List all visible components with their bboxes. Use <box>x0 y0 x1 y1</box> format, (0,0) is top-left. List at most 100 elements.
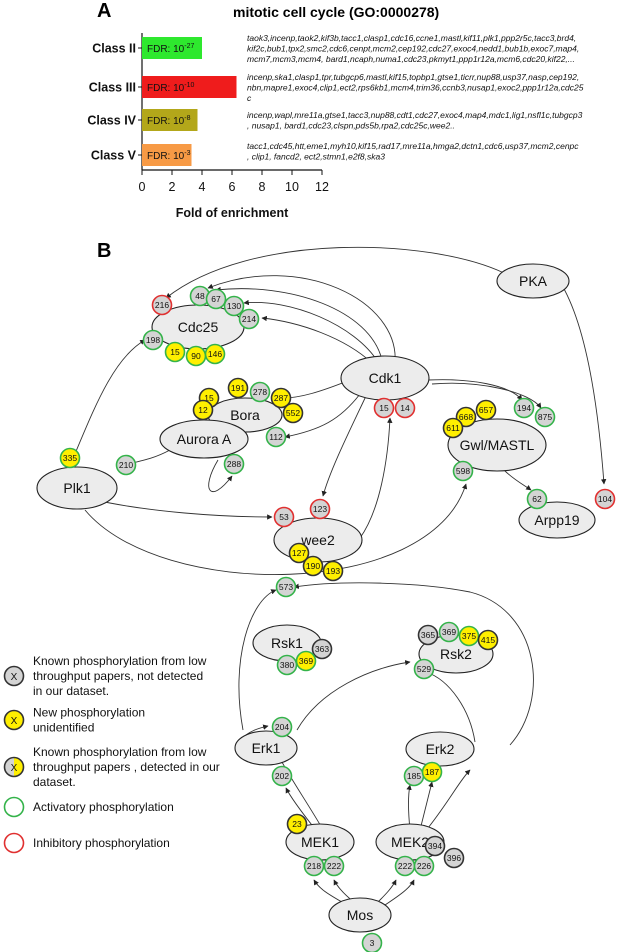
site-202: 202 <box>271 765 293 787</box>
site-label: 191 <box>231 383 245 393</box>
site-label: 611 <box>446 423 460 433</box>
site-circle <box>311 638 333 660</box>
edge-mek2-to-187 <box>419 781 434 831</box>
site-label: 216 <box>155 300 169 310</box>
site-210: 210 <box>115 454 137 476</box>
site-104: 104 <box>594 488 616 510</box>
site-112: 112 <box>265 426 287 448</box>
gene-list-line: tacc1,cdc45,htt,eme1,myh10,kif15,rad17,m… <box>247 141 579 151</box>
site-label: 369 <box>442 627 456 637</box>
site-circle <box>421 761 443 783</box>
site-circle <box>295 650 317 672</box>
site-circle <box>238 308 260 330</box>
site-circle <box>265 426 287 448</box>
site-335: 335 <box>59 447 81 469</box>
site-288: 288 <box>223 453 245 475</box>
legend-text: throughput papers, not detected <box>33 669 203 683</box>
node-label: Plk1 <box>63 480 90 496</box>
site-369: 369 <box>438 621 460 643</box>
node-cdk1: Cdk1 <box>340 355 430 401</box>
site-label: 552 <box>286 408 300 418</box>
site-529: 529 <box>413 658 435 680</box>
site-circle <box>452 460 474 482</box>
site-label: 15 <box>170 347 180 357</box>
site-label: 15 <box>204 393 214 403</box>
site-216: 216 <box>151 294 173 316</box>
site-circle <box>534 406 556 428</box>
edge-erk2-to-573 <box>293 582 534 746</box>
site-circle <box>526 488 548 510</box>
site-label: 335 <box>63 453 77 463</box>
site-62: 62 <box>526 488 548 510</box>
gene-list-line: , clip1, fancd2, ect2,stmn1,e2f8,ska3 <box>247 152 385 162</box>
legend-text: in our dataset. <box>33 684 109 698</box>
edge-cdk1-to-130 <box>243 299 379 363</box>
legend-marker <box>3 832 25 854</box>
legend-marker-symbol: X <box>11 672 18 683</box>
site-12: 12 <box>192 399 214 421</box>
site-label: 193 <box>326 566 340 576</box>
node-shape <box>518 501 596 539</box>
edge-pka-to-216 <box>165 246 505 299</box>
site-365: 365 <box>417 624 439 646</box>
site-222: 222 <box>394 855 416 877</box>
site-label: 287 <box>274 393 288 403</box>
site-226: 226 <box>413 855 435 877</box>
legend-item-4: Activatory phosphorylation <box>3 796 174 818</box>
edge-cdk1-to-67 <box>215 286 383 361</box>
site-label: 278 <box>253 387 267 397</box>
x-tick-label: 12 <box>315 180 329 194</box>
site-label: 127 <box>292 548 306 558</box>
node-erk1: Erk1 <box>234 730 298 766</box>
site-label: 218 <box>307 861 321 871</box>
node-cdc25: Cdc25 <box>151 304 245 350</box>
site-23: 23 <box>286 813 308 835</box>
site-label: 529 <box>417 664 431 674</box>
gene-list-line: c <box>247 93 252 103</box>
x-axis-label: Fold of enrichment <box>176 206 289 220</box>
site-circle <box>205 288 227 310</box>
gene-list-line: mcm7,mcm3,mcm4, bard1,ncaph,numa1,cdc23,… <box>247 54 575 64</box>
legend-text: throughput papers , detected in our <box>33 760 220 774</box>
node-shape <box>328 897 392 933</box>
site-label: 369 <box>299 656 313 666</box>
edge-gwl-to-pka-region <box>207 275 396 364</box>
x-tick-label: 0 <box>139 180 146 194</box>
edge-wee2-to-cdk1 <box>359 417 393 539</box>
site-label: 875 <box>538 412 552 422</box>
site-label: 112 <box>269 432 283 442</box>
site-label: 198 <box>146 335 160 345</box>
edge-cdk1-to-bora <box>282 379 351 401</box>
gene-list-line: kif2c,bub1,tpx2,smc2,cdc6,cenpt,mcm2,cep… <box>247 44 579 54</box>
fdr-label: FDR: 10-8 <box>147 115 191 127</box>
node-mos: Mos <box>328 897 392 933</box>
site-label: 657 <box>479 405 493 415</box>
gene-list-line: incenp,ska1,clasp1,tpr,tubgcp6,mastl,kif… <box>247 72 579 82</box>
gene-list-line: taok3,incenp,taok2,kif3b,tacc1,clasp1,cd… <box>247 33 576 43</box>
panel-b-letter: B <box>97 240 111 262</box>
site-circle <box>417 624 439 646</box>
site-label: 123 <box>313 504 327 514</box>
site-label: 204 <box>275 722 289 732</box>
site-label: 194 <box>517 403 531 413</box>
site-circle <box>475 399 497 421</box>
bar-class-iv <box>142 109 198 131</box>
site-circle <box>455 406 477 428</box>
site-circle <box>271 765 293 787</box>
site-363: 363 <box>311 638 333 660</box>
site-circle <box>273 506 295 528</box>
site-67: 67 <box>205 288 227 310</box>
node-label: wee2 <box>300 532 335 548</box>
site-193: 193 <box>322 560 344 582</box>
site-circle <box>249 381 271 403</box>
site-circle <box>413 855 435 877</box>
legend-marker <box>3 665 25 687</box>
site-label: 104 <box>598 494 612 504</box>
site-label: 226 <box>417 861 431 871</box>
edge-mek2-to-erk2 <box>427 769 471 829</box>
legend-text: Activatory phosphorylation <box>33 800 174 814</box>
node-label: Mos <box>347 907 373 923</box>
legend-text: New phosphorylation <box>33 706 145 720</box>
